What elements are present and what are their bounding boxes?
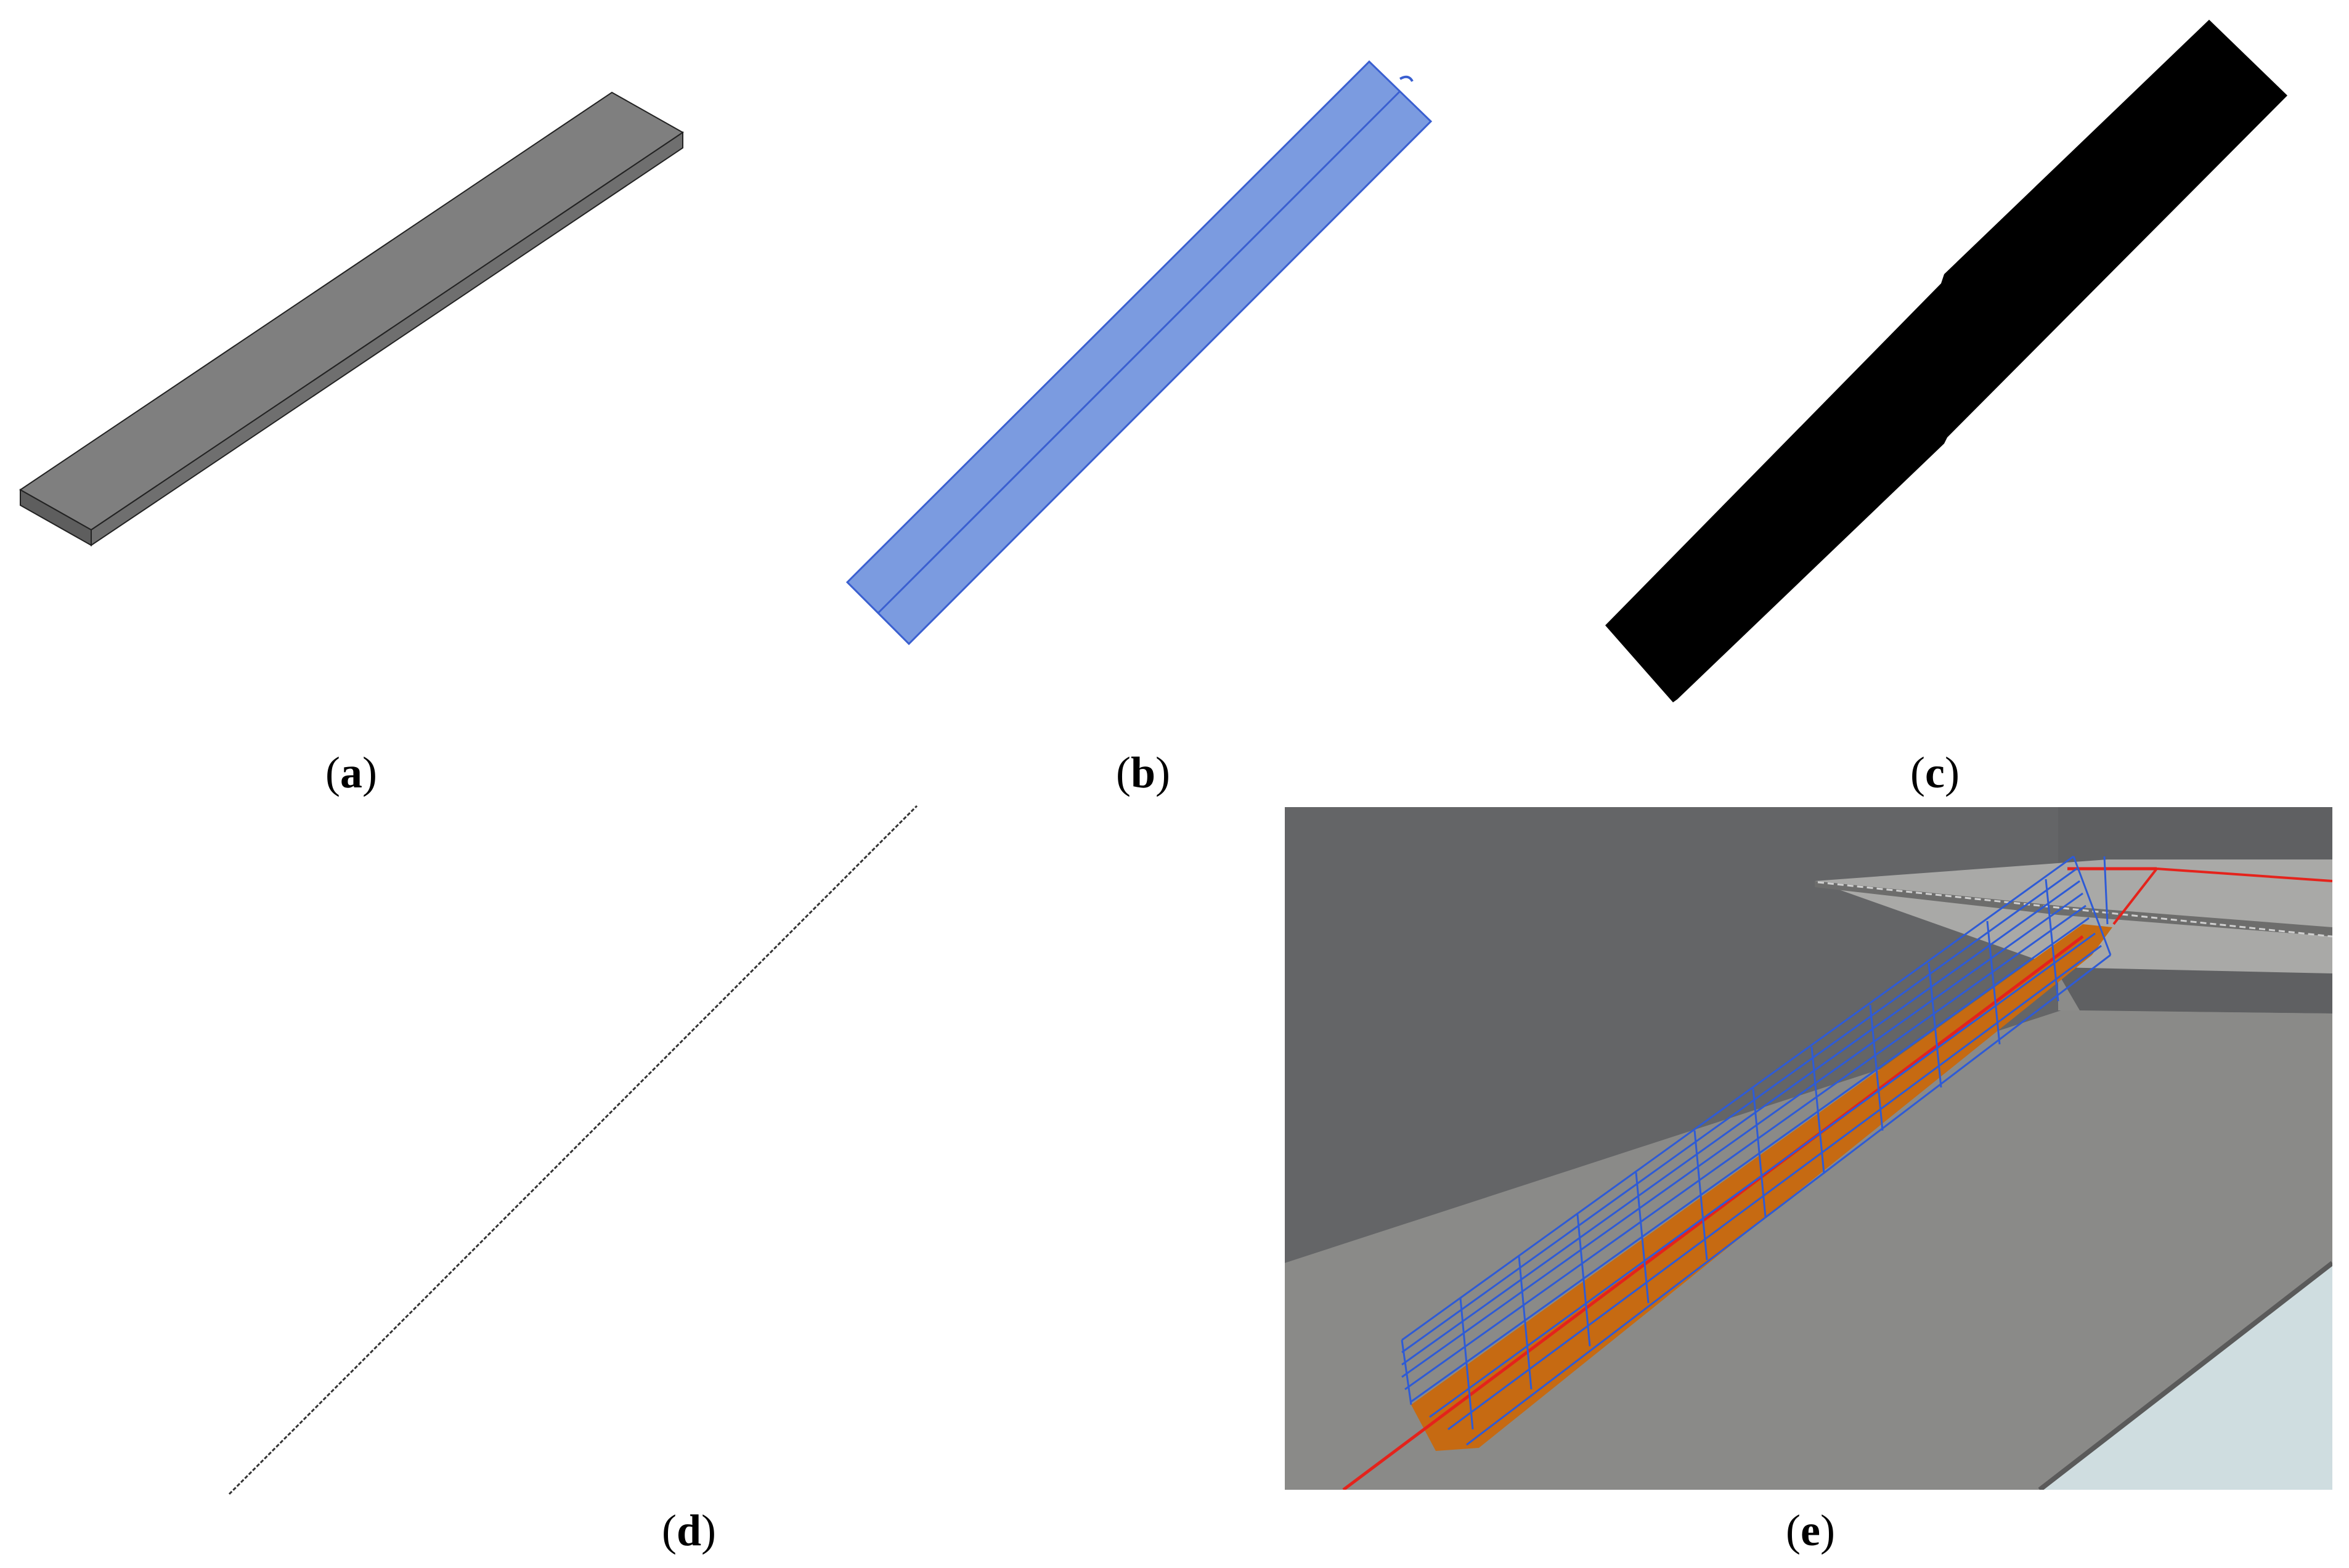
- panel-b: [845, 60, 1433, 646]
- slab-front-face: [91, 131, 683, 546]
- panel-a: [19, 91, 684, 546]
- ramp-path-red-4: [2112, 867, 2158, 925]
- railing-grid: [1401, 855, 2112, 1446]
- ramp-path-red: [1342, 935, 2084, 1490]
- ramp-path-red-3: [2156, 867, 2332, 882]
- slab-top-face: [19, 91, 684, 531]
- caption-b: (b): [1116, 748, 1170, 797]
- panel-d: [228, 805, 918, 1495]
- scene-landing-line: [1817, 881, 2332, 938]
- black-silhouette: [1605, 20, 2287, 702]
- caption-d: (d): [662, 1506, 716, 1555]
- panel-c: [1605, 20, 2287, 702]
- ramp-centerline: [228, 805, 918, 1495]
- slab-end-face: [20, 489, 92, 546]
- scene-landing: [1815, 859, 2332, 973]
- caption-a: (a): [325, 748, 377, 797]
- rotate-handle-icon: [1399, 75, 1414, 83]
- selection-centerline: [877, 90, 1401, 614]
- panel-e: [1285, 807, 2332, 1490]
- caption-c: (c): [1910, 748, 1960, 797]
- scene-wall: [1285, 807, 2061, 1263]
- scene-glass-edge: [2038, 1261, 2332, 1490]
- caption-e: (e): [1786, 1506, 1835, 1555]
